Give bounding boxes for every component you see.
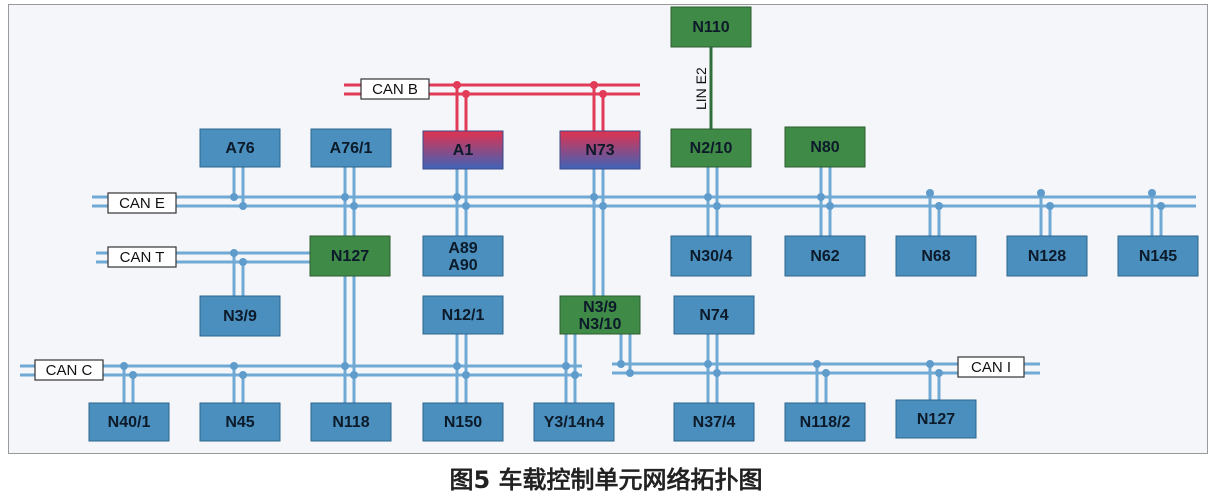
svg-text:N150: N150 xyxy=(444,414,482,431)
can-drops xyxy=(122,167,1163,403)
svg-text:N118/2: N118/2 xyxy=(800,414,851,431)
svg-text:N3/10: N3/10 xyxy=(579,316,622,333)
node-n127-can-t: N127 xyxy=(309,235,391,277)
junction-dots xyxy=(120,81,1165,379)
svg-text:A90: A90 xyxy=(448,257,477,274)
node-n118-2: N118/2 xyxy=(784,402,866,442)
can-c-label: CAN C xyxy=(34,359,104,381)
node-n2-10: N2/10 xyxy=(670,128,752,168)
node-a89-a90: A89 A90 xyxy=(422,235,504,277)
node-n73: N73 xyxy=(559,130,641,170)
node-n128: N128 xyxy=(1006,235,1088,277)
can-e-label: CAN E xyxy=(107,192,177,214)
svg-text:N12/1: N12/1 xyxy=(442,307,485,324)
node-y3-14n4: Y3/14n4 xyxy=(533,402,615,442)
node-n45: N45 xyxy=(199,402,281,442)
can-b-drops xyxy=(455,85,605,131)
node-n68: N68 xyxy=(895,235,977,277)
svg-text:A76/1: A76/1 xyxy=(330,140,373,157)
node-n127-can-i: N127 xyxy=(895,399,977,439)
svg-text:N127: N127 xyxy=(331,248,369,265)
node-n150: N150 xyxy=(422,402,504,442)
svg-text:N40/1: N40/1 xyxy=(108,414,151,431)
node-n110: N110 xyxy=(670,6,752,48)
node-n74: N74 xyxy=(673,295,755,335)
svg-text:N118: N118 xyxy=(332,414,369,431)
figure-caption: 图5 车载控制单元网络拓扑图 xyxy=(449,466,763,494)
svg-text:CAN I: CAN I xyxy=(971,359,1011,376)
node-a76: A76 xyxy=(199,128,281,168)
svg-text:A1: A1 xyxy=(453,142,474,159)
network-topology-diagram: CAN B CAN E CAN T CAN C CAN I LIN E2 N11… xyxy=(20,6,1199,442)
node-n37-4: N37/4 xyxy=(673,402,755,442)
svg-text:CAN T: CAN T xyxy=(120,249,165,266)
diagram-frame xyxy=(8,4,1208,454)
svg-text:A76: A76 xyxy=(225,140,254,157)
svg-text:N2/10: N2/10 xyxy=(690,140,733,157)
svg-text:N3/9: N3/9 xyxy=(223,308,257,325)
svg-text:Y3/14n4: Y3/14n4 xyxy=(544,414,605,431)
node-a1: A1 xyxy=(422,130,504,170)
svg-text:N110: N110 xyxy=(692,19,729,36)
node-n62: N62 xyxy=(784,235,866,277)
svg-text:CAN C: CAN C xyxy=(46,362,93,379)
svg-text:A89: A89 xyxy=(448,240,477,257)
svg-text:N30/4: N30/4 xyxy=(690,248,733,265)
svg-text:N145: N145 xyxy=(1139,248,1177,265)
svg-text:N3/9: N3/9 xyxy=(583,299,617,316)
can-b-label: CAN B xyxy=(360,78,430,100)
svg-text:CAN B: CAN B xyxy=(372,81,418,98)
node-n145: N145 xyxy=(1117,235,1199,277)
node-n30-4: N30/4 xyxy=(670,235,752,277)
svg-text:N127: N127 xyxy=(917,411,955,428)
svg-text:N62: N62 xyxy=(810,248,839,265)
lin-e2-label: LIN E2 xyxy=(693,67,709,110)
can-t-label: CAN T xyxy=(107,246,177,268)
node-n40-1: N40/1 xyxy=(88,402,170,442)
svg-text:N37/4: N37/4 xyxy=(693,414,736,431)
node-n3-9-n3-10: N3/9 N3/10 xyxy=(559,295,641,335)
node-n12-1: N12/1 xyxy=(422,295,504,335)
node-n80: N80 xyxy=(784,126,866,168)
can-c-bus xyxy=(20,364,582,377)
node-a76-1: A76/1 xyxy=(310,128,392,168)
svg-text:N68: N68 xyxy=(921,248,950,265)
svg-text:N45: N45 xyxy=(225,414,254,431)
svg-text:N80: N80 xyxy=(810,139,839,156)
can-e-bus xyxy=(92,195,1196,208)
svg-text:N73: N73 xyxy=(585,142,614,159)
can-i-label: CAN I xyxy=(957,356,1025,378)
node-n118: N118 xyxy=(310,402,392,442)
svg-text:N128: N128 xyxy=(1028,248,1066,265)
node-n3-9: N3/9 xyxy=(199,295,281,337)
svg-text:CAN E: CAN E xyxy=(119,195,165,212)
svg-text:N74: N74 xyxy=(699,307,728,324)
